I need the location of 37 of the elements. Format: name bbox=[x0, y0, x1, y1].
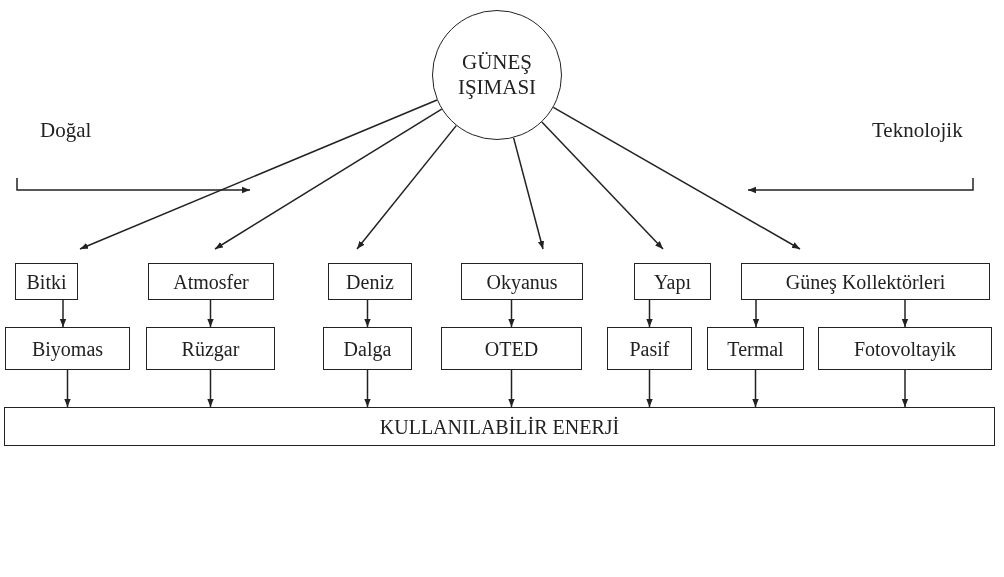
process-box: Atmosfer bbox=[148, 263, 274, 300]
arrow bbox=[364, 369, 371, 408]
arrow bbox=[59, 299, 67, 328]
arrow bbox=[64, 369, 71, 408]
process-box: Bitki bbox=[15, 263, 78, 300]
process-box: Biyomas bbox=[5, 327, 130, 370]
process-box: Rüzgar bbox=[146, 327, 275, 370]
arrow bbox=[207, 369, 214, 408]
arrow bbox=[646, 369, 653, 408]
process-box: Okyanus bbox=[461, 263, 583, 300]
arrow bbox=[552, 106, 801, 250]
arrow bbox=[752, 369, 759, 408]
direction-label: Doğal bbox=[40, 118, 92, 143]
arrow bbox=[901, 369, 909, 408]
process-box: OTED bbox=[441, 327, 582, 370]
process-box: Pasif bbox=[607, 327, 692, 370]
arrow bbox=[752, 299, 760, 328]
arrow bbox=[207, 299, 214, 328]
arrow bbox=[508, 369, 515, 408]
arrow bbox=[214, 108, 443, 250]
process-box: KULLANILABİLİR ENERJİ bbox=[4, 407, 995, 446]
sun-circle: GÜNEŞ IŞIMASI bbox=[432, 10, 562, 140]
arrow bbox=[356, 124, 457, 250]
arrow bbox=[646, 299, 653, 328]
process-box: Fotovoltayik bbox=[818, 327, 992, 370]
process-box: Güneş Kollektörleri bbox=[741, 263, 990, 300]
process-box: Termal bbox=[707, 327, 804, 370]
process-box: Dalga bbox=[323, 327, 412, 370]
process-box: Deniz bbox=[328, 263, 412, 300]
process-box: Yapı bbox=[634, 263, 711, 300]
arrow bbox=[512, 137, 545, 250]
arrow bbox=[364, 299, 371, 328]
arrow bbox=[901, 299, 909, 328]
arrow bbox=[79, 99, 438, 250]
arrow bbox=[508, 299, 515, 328]
direction-label: Teknolojik bbox=[872, 118, 963, 143]
arrow bbox=[541, 121, 664, 250]
